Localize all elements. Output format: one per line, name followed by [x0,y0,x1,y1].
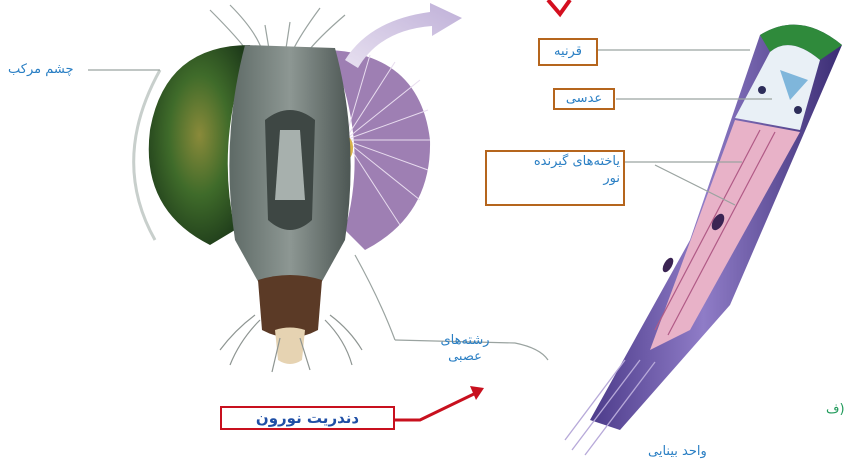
label-nerve-fibers: رشته‌های عصبی [432,333,498,366]
figure-tag: ف) [826,402,845,417]
label-lens: عدسی [553,88,615,110]
zoom-arrow [345,3,462,68]
label-cornea: قرنیه [538,38,598,66]
label-photoreceptor-line2: نور [490,171,620,188]
label-photoreceptor-line1: یاخته‌های گیرنده [490,154,620,171]
label-dendrite-neuron: دندریت نورون [220,406,395,430]
label-nerve-fibers-line1: رشته‌های [432,333,498,349]
fly-head-illustration [88,5,548,372]
red-pointer-arrow [395,392,478,420]
label-photoreceptor-cells: یاخته‌های گیرنده نور [485,150,625,206]
label-compound-eye: چشم مرکب [8,62,74,78]
label-visual-unit: واحد بینایی [648,444,707,460]
red-pointer-arrow-top [548,0,570,14]
label-nerve-fibers-line2: عصبی [432,349,498,365]
